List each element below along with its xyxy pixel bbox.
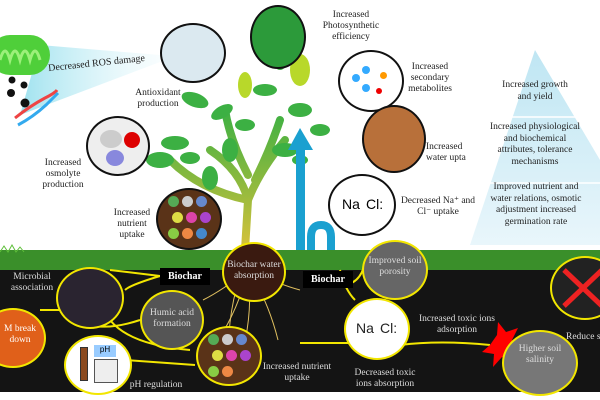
- mitochondrion-icon: [0, 35, 50, 75]
- osmolyte-label: Increased osmolyte production: [42, 158, 84, 190]
- water-uptake-label: Increased water upta: [426, 142, 466, 163]
- salinity-label: Higher soil salinity: [518, 344, 562, 365]
- humic-circle: Humic acid formation: [140, 290, 204, 350]
- water-absorption-label: Biochar water absorption: [227, 260, 281, 281]
- soil-nutrient-circle: [196, 326, 262, 386]
- microbial-label: Microbial association: [10, 272, 54, 293]
- soil-cl-symbol: Cl:: [380, 320, 398, 336]
- photosynthetic-label: Increased Photosynthetic efficiency: [322, 10, 380, 42]
- soil-nacl-circle: Na Cl:: [344, 298, 410, 360]
- photosynthesis-circle: [250, 5, 306, 69]
- osmolyte-circle: [86, 116, 150, 176]
- soil-na-symbol: Na: [356, 320, 374, 336]
- humic-label: Humic acid formation: [149, 308, 195, 329]
- water-absorption-circle: Biochar water absorption: [222, 242, 286, 302]
- nutrient-uptake-label: Increased nutrient uptake: [113, 208, 151, 240]
- decreased-toxic-label: Decreased toxic ions absorption: [354, 368, 416, 389]
- salinity-burst-icon: [482, 322, 522, 367]
- increased-nutrient-label: Increased nutrient uptake: [262, 362, 332, 383]
- microbial-circle: [56, 267, 124, 329]
- cl-symbol: Cl:: [366, 196, 384, 212]
- pyramid-tier-1: Increased growth and yield: [502, 80, 568, 102]
- increased-toxic-label: Increased toxic ions adsorption: [419, 314, 495, 335]
- ph-regulation-label: pH regulation: [129, 380, 183, 390]
- biochar-tag-right: Biochar: [303, 271, 353, 288]
- water-uptake-arrow: [288, 128, 335, 255]
- ph-circle: pH: [64, 335, 132, 395]
- cross-icon: [562, 268, 600, 308]
- na-symbol: Na: [342, 196, 360, 212]
- na-cl-uptake-label: Decreased Na⁺ and Cl⁻ uptake: [400, 196, 476, 217]
- grass: [0, 250, 600, 272]
- reduced-yield-circle: [550, 256, 600, 320]
- biochar-tag-left: Biochar: [160, 268, 210, 285]
- nacl-circle: Na Cl:: [328, 174, 396, 236]
- dna-icon: [14, 89, 59, 120]
- porosity-label: Improved soil porosity: [368, 256, 422, 277]
- antioxidant-label: Antioxidant production: [135, 88, 181, 109]
- antioxidant-circle: [160, 23, 226, 83]
- water-uptake-circle: [362, 105, 426, 173]
- pyramid-tier-2: Increased physiological and biochemical …: [490, 122, 580, 167]
- pyramid: [470, 50, 600, 245]
- om-breakdown-label: M break down: [4, 324, 36, 345]
- nutrient-circle: [156, 188, 222, 250]
- pyramid-tier-3: Improved nutrient and water relations, o…: [490, 182, 582, 227]
- reduced-label: Reduce sa: [566, 332, 600, 342]
- porosity-circle: Improved soil porosity: [362, 240, 428, 300]
- ph-badge: pH: [94, 345, 116, 357]
- secondary-metabolites-label: Increased secondary metabolites: [408, 62, 452, 94]
- salinity-circle: Higher soil salinity: [502, 330, 578, 396]
- metabolites-circle: [338, 50, 404, 112]
